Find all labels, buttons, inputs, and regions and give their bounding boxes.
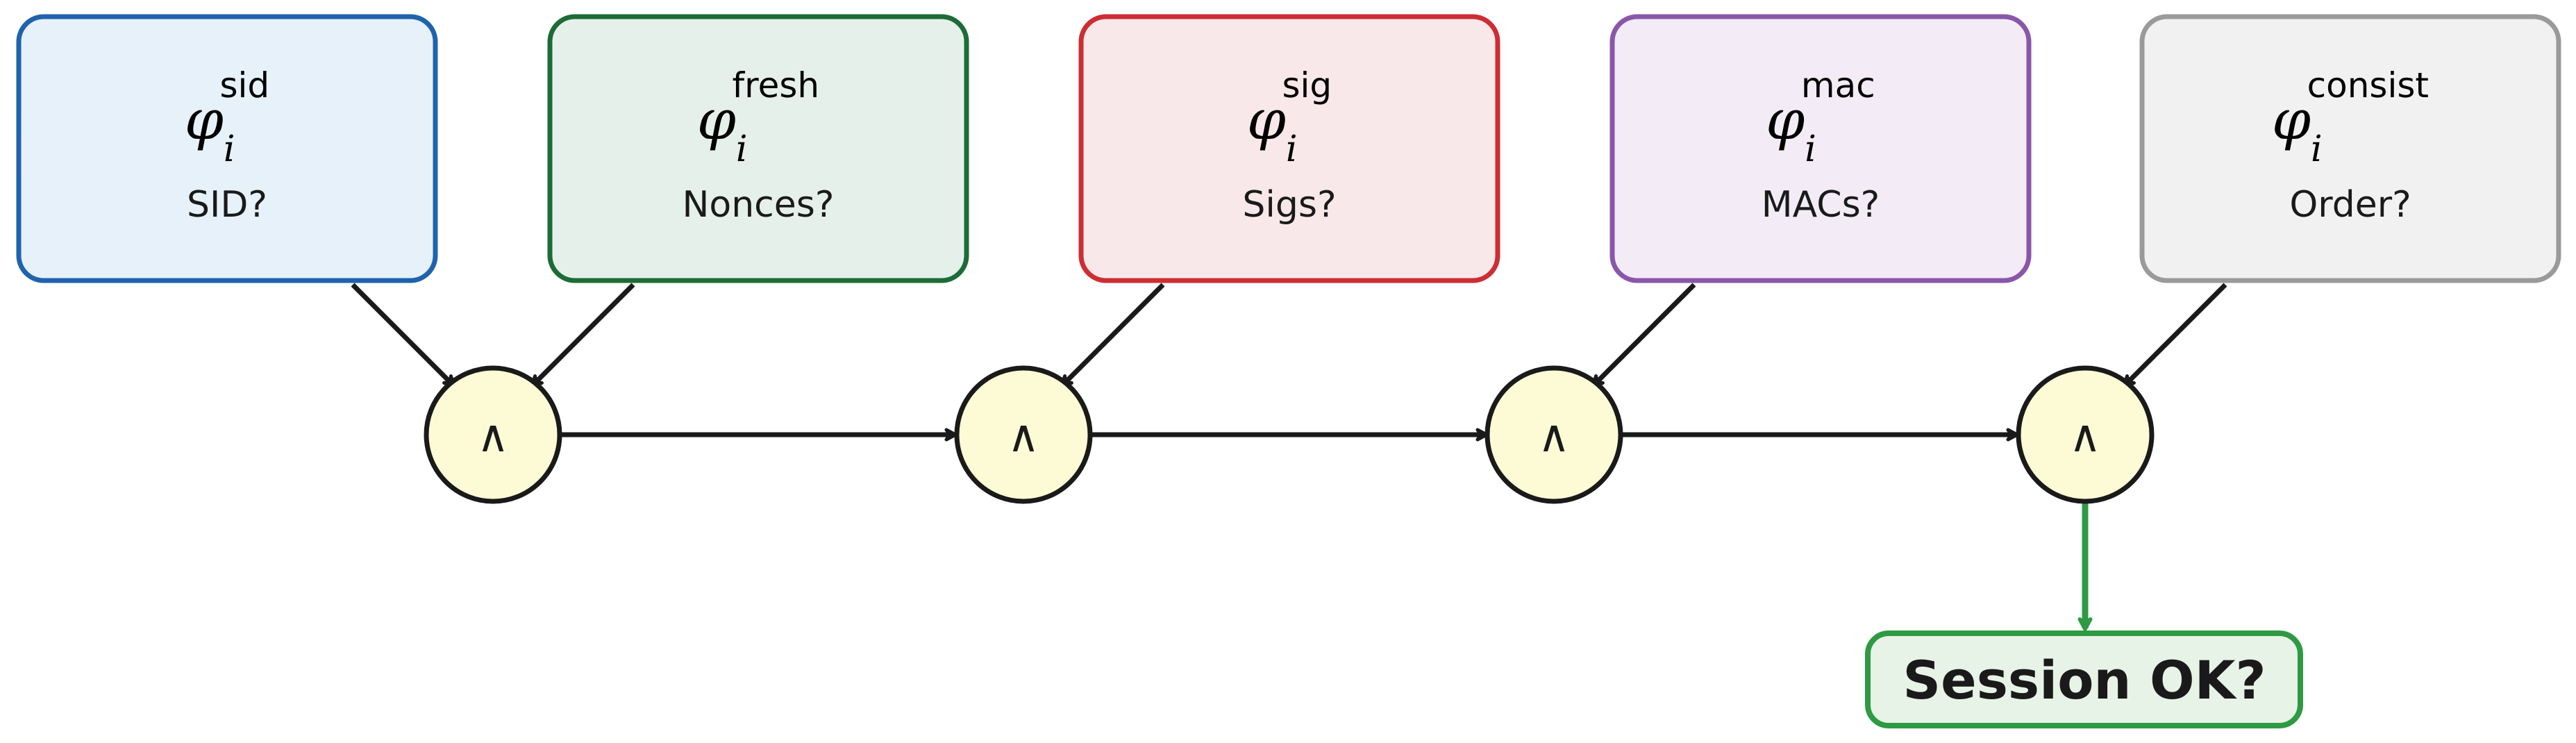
check-mac-label: MACs? [1762, 184, 1880, 226]
check-box-mac-frame [1609, 14, 2032, 283]
and-node-1-circle [424, 365, 562, 504]
and-node-4-symbol: ∧ [2069, 411, 2102, 462]
edge-mac-to-and-3 [1591, 283, 1696, 388]
check-box-sig-frame [1078, 14, 1500, 283]
result-label: Session OK? [1902, 649, 2266, 711]
edge-fresh-to-and-1 [530, 283, 635, 388]
check-box-fresh-frame [547, 14, 969, 283]
and-node-2-circle [954, 365, 1093, 504]
check-sid-label: SID? [187, 184, 267, 226]
check-box-consist: φiconsist Order? [2139, 14, 2561, 283]
result-box-frame [1865, 631, 2303, 728]
and-node-1: ∧ [424, 365, 562, 504]
and-node-1-symbol: ∧ [477, 411, 510, 462]
and-node-4-circle [2016, 365, 2155, 504]
check-fresh-label: Nonces? [683, 184, 835, 226]
result-box: Session OK? [1865, 631, 2303, 728]
check-sig-formula: φisig [1247, 65, 1332, 170]
edge-sid-to-and-1 [351, 283, 456, 388]
and-node-2: ∧ [954, 365, 1093, 504]
check-box-mac: φimac MACs? [1609, 14, 2032, 283]
edge-consist-to-and-4 [2122, 283, 2227, 388]
check-box-sid-frame [16, 14, 438, 283]
and-node-4: ∧ [2016, 365, 2155, 504]
check-box-sig: φisig Sigs? [1078, 14, 1500, 283]
check-mac-formula: φimac [1766, 65, 1875, 170]
check-sig-label: Sigs? [1242, 184, 1336, 226]
edges [351, 283, 2227, 631]
and-node-2-symbol: ∧ [1007, 411, 1040, 462]
check-box-sid: φisid SID? [16, 14, 438, 283]
check-box-consist-frame [2139, 14, 2561, 283]
and-node-3-symbol: ∧ [1538, 411, 1571, 462]
and-node-3: ∧ [1484, 365, 1623, 504]
check-box-fresh: φifresh Nonces? [547, 14, 969, 283]
check-sid-formula: φisid [185, 65, 269, 170]
check-fresh-formula: φifresh [697, 65, 819, 170]
check-consist-formula: φiconsist [2272, 65, 2429, 170]
check-consist-label: Order? [2289, 184, 2411, 226]
and-node-3-circle [1484, 365, 1623, 504]
edge-sig-to-and-2 [1060, 283, 1165, 388]
